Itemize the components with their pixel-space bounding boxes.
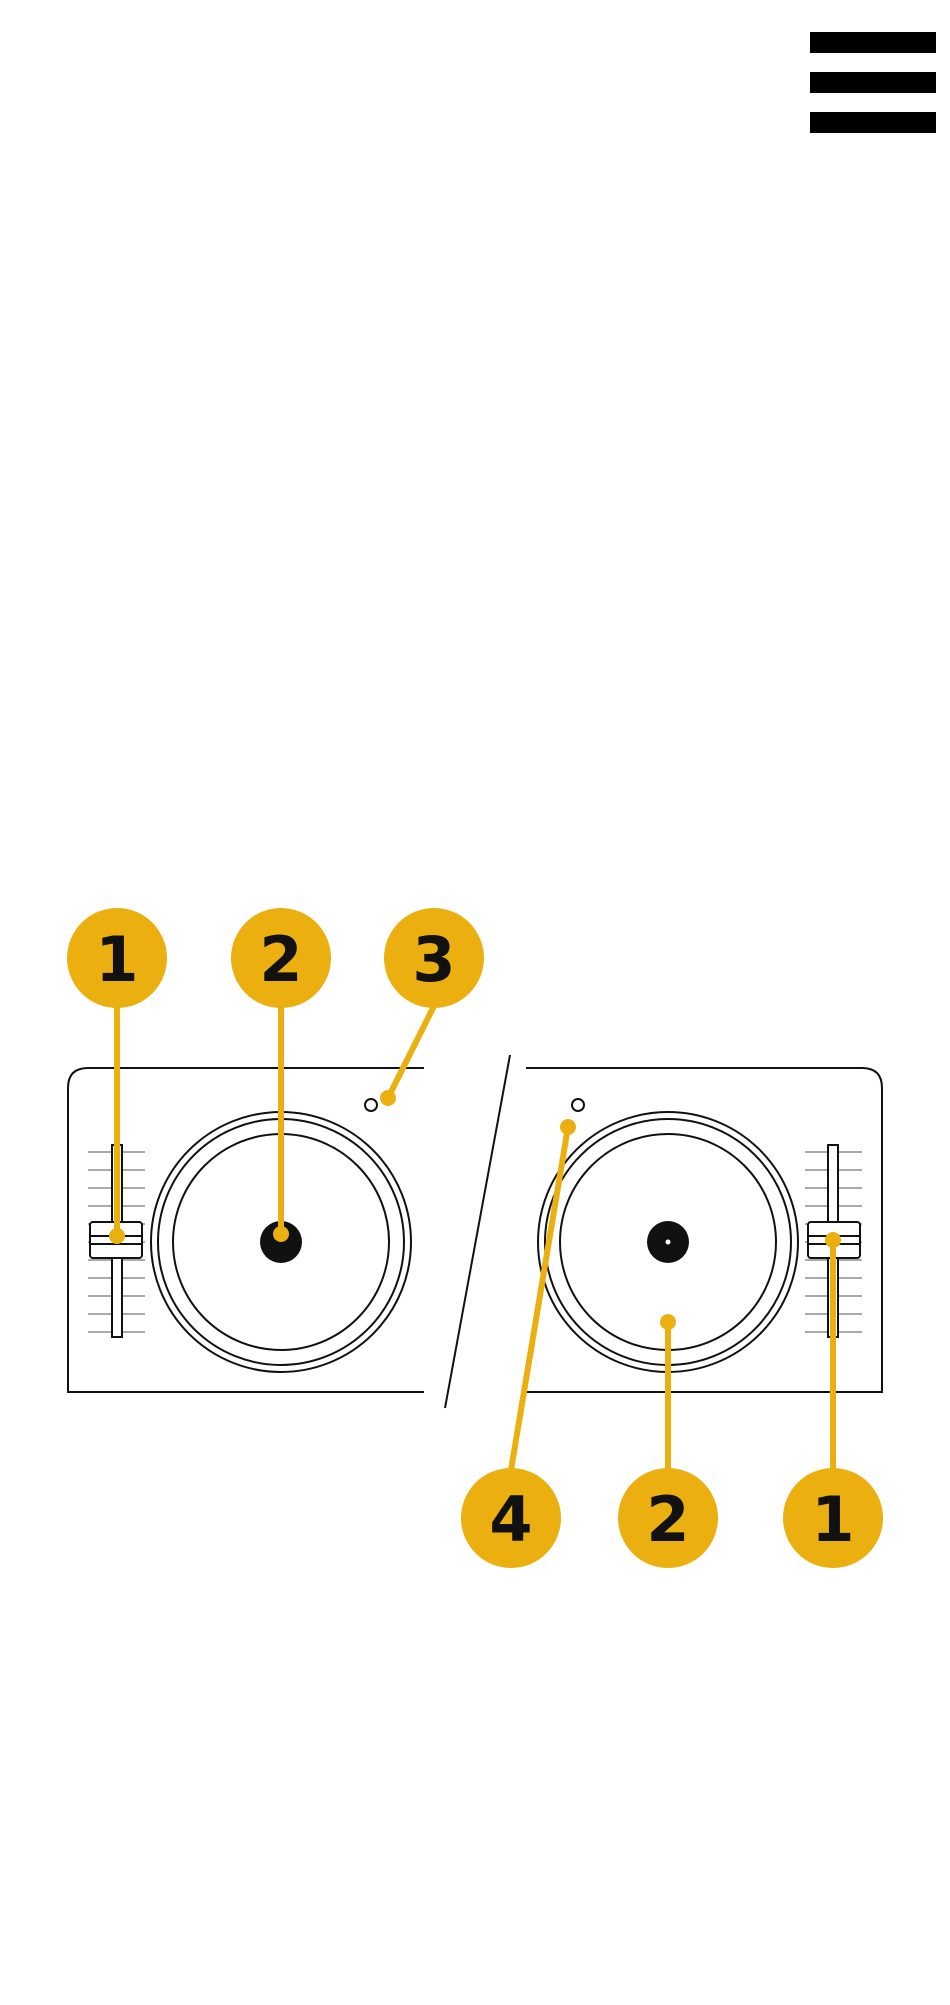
callout-number: 4 (489, 1483, 532, 1556)
callouts: 1 2 3 4 2 (67, 908, 883, 1568)
callout-number: 2 (259, 923, 302, 996)
callout-number: 1 (95, 923, 138, 996)
callout-number: 1 (811, 1483, 854, 1556)
callout-right-fader: 1 (783, 1232, 883, 1568)
right-led-indicator (572, 1099, 584, 1111)
callout-left-fader: 1 (67, 908, 167, 1244)
callout-left-platter: 2 (231, 908, 331, 1242)
right-deck (526, 1068, 882, 1392)
deck-divider (445, 1055, 510, 1408)
callout-left-led: 3 (380, 908, 484, 1106)
callout-number: 2 (646, 1483, 689, 1556)
callout-right-led: 4 (461, 1119, 576, 1568)
left-led-indicator (365, 1099, 377, 1111)
callout-right-platter: 2 (618, 1314, 718, 1568)
callout-number: 3 (412, 923, 455, 996)
